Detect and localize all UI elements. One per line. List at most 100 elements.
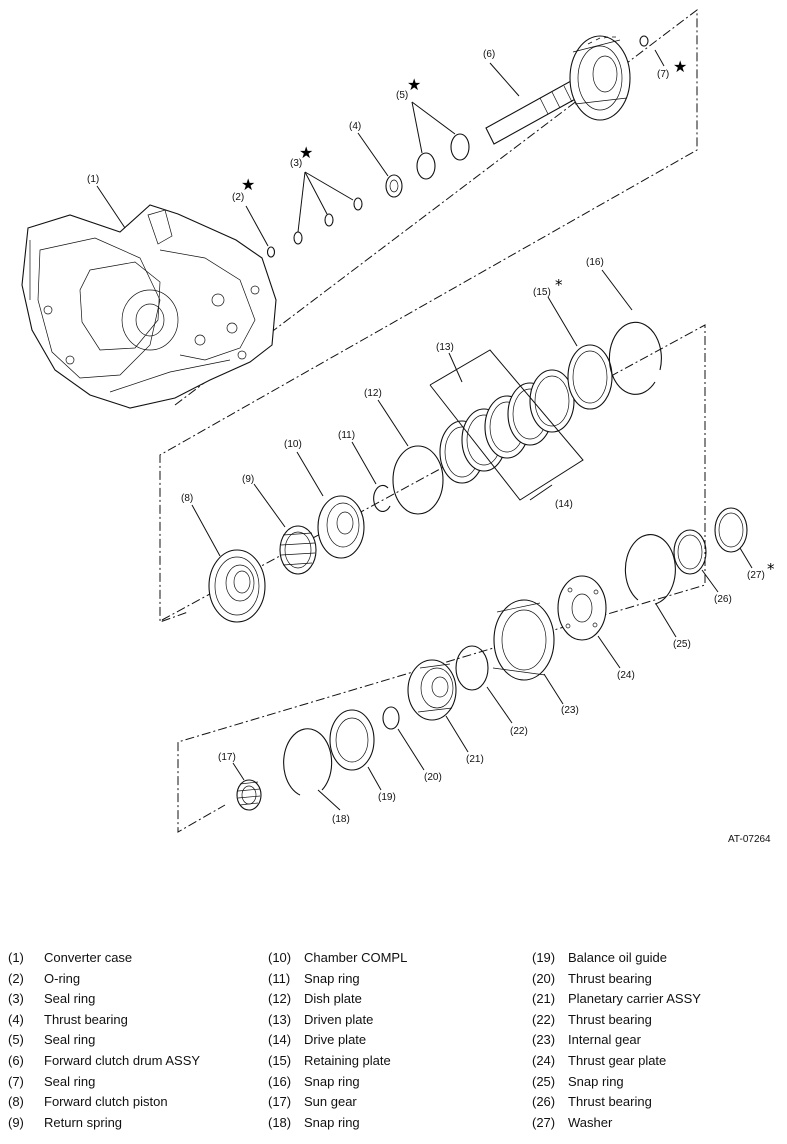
callout-22: (22) — [510, 726, 528, 737]
callout-25: (25) — [673, 639, 691, 650]
legend-item-name: Washer — [568, 1114, 613, 1130]
legend-item: (12)Dish plate — [268, 989, 407, 1010]
thrust-bearing-22-part — [455, 645, 489, 691]
legend-item-number: (9) — [8, 1114, 24, 1130]
legend-item-number: (13) — [268, 1011, 292, 1027]
legend-item: (19)Balance oil guide — [532, 948, 701, 969]
legend-item: (2) O-ring — [8, 969, 200, 990]
callout-9: (9) — [242, 474, 254, 485]
legend-item: (1)Converter case — [8, 948, 200, 969]
callout-16: (16) — [586, 257, 604, 268]
callout-20: (20) — [424, 772, 442, 783]
legend-item-name: Thrust bearing — [568, 1094, 652, 1110]
asterisk-icon: * — [555, 276, 563, 294]
callout-14: (14) — [555, 499, 573, 510]
markers: ★ ★ ★ ★ * * — [241, 57, 775, 578]
forward-clutch-piston-part — [208, 549, 266, 623]
legend-item-number: (26) — [532, 1094, 556, 1110]
legend-item: (9)Return spring — [8, 1113, 200, 1134]
legend-item-name: Snap ring — [304, 1073, 360, 1089]
legend-item-number: (5) — [8, 1032, 24, 1048]
legend-item-name: Balance oil guide — [568, 950, 668, 965]
legend-item-number: (27) — [532, 1114, 556, 1130]
callout-3: (3) — [290, 158, 302, 169]
legend-item: (27) Washer — [532, 1113, 701, 1134]
star-icon: ★ — [241, 175, 255, 194]
legend-item-number: (10) — [268, 950, 292, 965]
legend-item: (4) Thrust bearing — [8, 1010, 200, 1031]
washer-part — [714, 507, 748, 553]
legend-item-name: Snap ring — [568, 1073, 624, 1089]
asterisk-icon: * — [767, 560, 775, 578]
legend-item-name: Sun gear — [304, 1094, 357, 1110]
legend-item: (16)Snap ring — [268, 1072, 407, 1093]
thrust-gear-plate-part — [557, 575, 607, 641]
seal-ring-5-parts — [416, 133, 470, 180]
legend-item: (8)Forward clutch piston — [8, 1092, 200, 1113]
legend-item-number: (6) — [8, 1052, 24, 1068]
converter-case-part — [21, 204, 277, 409]
legend-item-name: Planetary carrier ASSY — [568, 991, 701, 1007]
callout-27: (27) — [747, 570, 765, 581]
legend-item: (26) Thrust bearing — [532, 1092, 701, 1113]
legend-item: (17) Sun gear — [268, 1092, 407, 1113]
star-icon: ★ — [299, 143, 313, 162]
callout-labels: (1) (2) (3) (4) (5) (6) (7) (8) (9) (10)… — [87, 49, 765, 825]
seal-ring-3-parts — [293, 197, 363, 245]
planetary-carrier-part — [407, 659, 457, 721]
legend-item-number: (22) — [532, 1011, 556, 1027]
legend-item-name: Seal ring — [44, 991, 96, 1007]
legend-item: (22)Thrust bearing — [532, 1010, 701, 1031]
legend-item-name: Driven plate — [304, 1011, 374, 1027]
legend-item-name: O-ring — [44, 970, 81, 986]
legend-item: (25)Snap ring — [532, 1072, 701, 1093]
leader-lines — [96, 49, 753, 811]
callout-26: (26) — [714, 594, 732, 605]
legend-item: (11) Snap ring — [268, 969, 407, 990]
legend-item-name: Forward clutch piston — [44, 1094, 168, 1110]
legend-item-number: (18) — [268, 1114, 292, 1130]
retaining-plate-part — [567, 344, 613, 410]
legend-item-name: Chamber COMPL — [304, 950, 408, 965]
legend-item: (24) Thrust gear plate — [532, 1051, 701, 1072]
legend-item-name: Thrust bearing — [44, 1011, 128, 1027]
legend-item-number: (12) — [268, 991, 292, 1007]
callout-7: (7) — [657, 69, 669, 80]
legend-item-number: (7) — [8, 1073, 24, 1089]
legend-item: (3) Seal ring — [8, 989, 200, 1010]
figure-reference-code: AT-07264 — [728, 834, 771, 845]
callout-13: (13) — [436, 342, 454, 353]
callout-5: (5) — [396, 90, 408, 101]
legend-item-number: (20) — [532, 970, 556, 986]
legend-column-3: (19)Balance oil guide (20) Thrust bearing… — [532, 948, 701, 1133]
thrust-bearing-26-part — [673, 529, 707, 575]
legend-item-number: (17) — [268, 1094, 292, 1110]
return-spring-part — [279, 525, 317, 575]
legend-item-name: Retaining plate — [304, 1052, 391, 1068]
callout-15: (15) — [533, 287, 551, 298]
legend-item-number: (24) — [532, 1052, 556, 1068]
legend-item: (10) Chamber COMPL — [268, 948, 407, 969]
legend-item-number: (3) — [8, 991, 24, 1007]
legend-item-name: Internal gear — [568, 1032, 641, 1048]
thrust-bearing-20-part — [382, 706, 400, 730]
thrust-bearing-4-part — [385, 174, 403, 198]
legend-item-name: Thrust bearing — [568, 970, 652, 986]
callout-6: (6) — [483, 49, 495, 60]
diagram-svg: (1) (2) (3) (4) (5) (6) (7) (8) (9) (10)… — [21, 8, 775, 845]
legend-item-name: Thrust gear plate — [568, 1052, 667, 1068]
legend-item-number: (4) — [8, 1011, 24, 1027]
legend-item-number: (21) — [532, 991, 556, 1007]
legend-item-name: Seal ring — [44, 1073, 96, 1089]
legend-item: (13) Driven plate — [268, 1010, 407, 1031]
callout-1: (1) — [87, 174, 99, 185]
legend-item-number: (2) — [8, 970, 24, 986]
legend-item-name: Snap ring — [304, 970, 360, 986]
legend-item: (23) Internal gear — [532, 1030, 701, 1051]
legend-item-number: (11) — [268, 970, 291, 986]
legend-item-number: (23) — [532, 1032, 556, 1048]
internal-gear-part — [492, 599, 555, 681]
legend-item-number: (15) — [268, 1052, 292, 1068]
star-icon: ★ — [673, 57, 687, 76]
callout-24: (24) — [617, 670, 635, 681]
